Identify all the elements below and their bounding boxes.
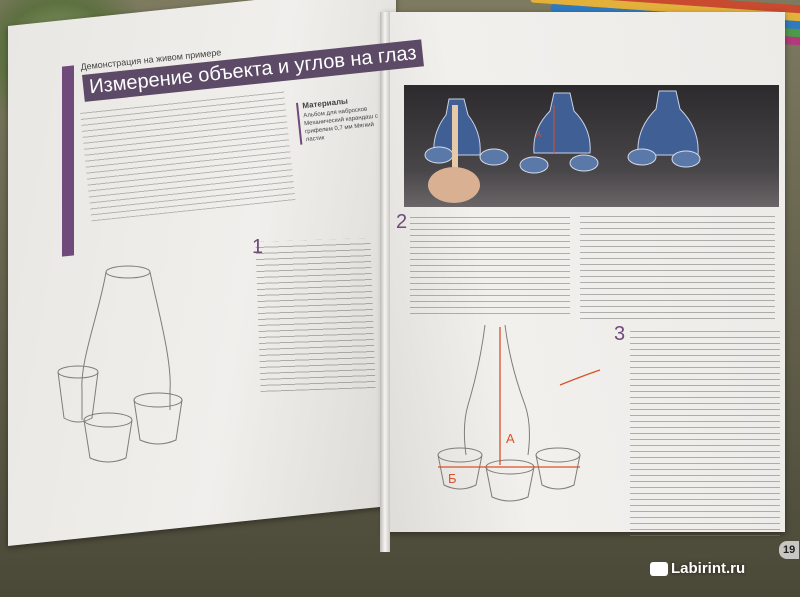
step-1-text [255, 238, 376, 392]
cup-left-top [437, 447, 483, 463]
step-number: 1 [252, 236, 264, 258]
intro-text-block [80, 90, 296, 222]
cup-left-body [57, 371, 99, 423]
cup [671, 150, 701, 168]
bottle-left-contour [81, 271, 107, 420]
bottle-right [637, 90, 699, 156]
cup-right-top [535, 447, 581, 463]
cup [569, 154, 599, 172]
cup [627, 148, 657, 166]
watermark: Labirint.ru [650, 560, 745, 577]
step-2-text-continued [580, 214, 775, 319]
label-a: А [506, 431, 515, 446]
cup-center-top [83, 412, 133, 428]
cup-right-body [535, 454, 581, 490]
cup-center-body [485, 466, 535, 502]
bottle-right-contour [149, 271, 171, 410]
accent-stripe [62, 65, 74, 257]
cup-center-body [83, 419, 133, 463]
step-3-text [630, 326, 780, 536]
hand [428, 167, 480, 203]
pencil-in-hand [452, 105, 458, 175]
cup [424, 146, 454, 164]
camera-icon [650, 562, 668, 577]
left-sketch-illustration [57, 265, 183, 463]
sake-set-photo: А [424, 90, 701, 203]
page-number: 19 [779, 541, 800, 559]
step-2-text [410, 214, 570, 314]
cup-right-body [133, 399, 183, 445]
label-b: Б [448, 471, 457, 486]
cup-right-top [133, 392, 183, 408]
right-sketch-illustration: А Б [437, 324, 601, 502]
cup [519, 156, 549, 174]
cup-left-top [57, 365, 99, 379]
step-number: 3 [614, 323, 626, 345]
bottle-right-contour [504, 324, 530, 456]
materials-list: Альбом для набросков Механический каранд… [303, 106, 379, 144]
bottle-left-contour [463, 324, 486, 456]
cup [479, 148, 509, 166]
reference-photo: А [404, 85, 779, 207]
bottle-center [533, 92, 591, 154]
step-number: 2 [396, 211, 408, 233]
bottle-rim [105, 265, 151, 279]
watermark-text: Labirint.ru [671, 560, 746, 577]
cup-left-body [437, 454, 483, 490]
photo-label-a: А [536, 130, 542, 139]
book-spine [380, 12, 390, 552]
materials-box: Материалы Альбом для набросков Механичес… [296, 94, 384, 145]
angle-arrow [559, 369, 601, 386]
